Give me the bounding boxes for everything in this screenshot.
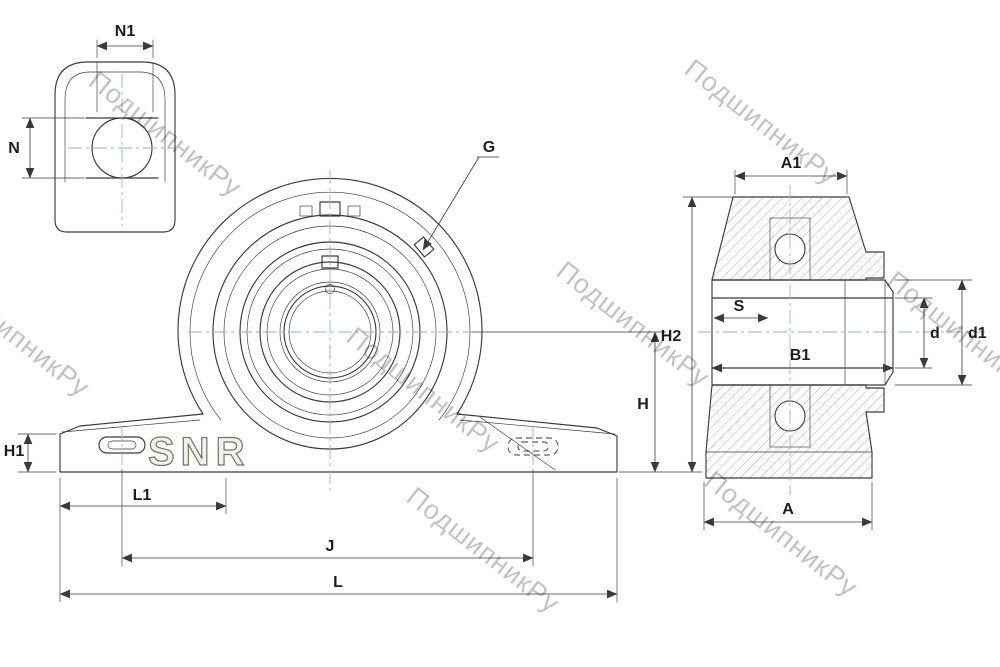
aux-outer-profile	[54, 61, 176, 233]
front-centerlines	[121, 170, 534, 495]
dimensions: N1 N G H1 L1 J	[4, 23, 987, 603]
dimension-s: S	[713, 298, 769, 323]
right-foot-slant	[479, 416, 556, 471]
dim-label-l1: L1	[133, 487, 152, 504]
base-ridge-left	[61, 419, 201, 433]
side-section-view	[698, 185, 985, 495]
base-ridge-right	[459, 419, 616, 435]
dimension-n1: N1	[96, 23, 154, 59]
housing-bottom-section	[705, 384, 885, 479]
brand-logo: SNR	[148, 430, 250, 474]
dim-label-g: G	[483, 139, 495, 156]
dim-label-n: N	[8, 140, 20, 157]
inner-dome-arc	[189, 191, 471, 421]
keyway-circle	[325, 284, 335, 294]
bolt-slot-right-inner	[517, 441, 549, 452]
dim-label-d: d	[930, 325, 940, 342]
housing-outline	[59, 177, 618, 473]
dim-label-a: A	[782, 501, 794, 518]
dim-label-d1: d1	[968, 325, 987, 342]
dimension-g: G	[422, 139, 500, 251]
dimension-l: L	[59, 477, 618, 603]
bolt-slot-left-inner	[107, 440, 137, 450]
dimension-a: A	[703, 481, 873, 531]
dim-label-h1: H1	[4, 443, 25, 460]
dimension-h1: H1	[4, 433, 57, 473]
top-tab-right	[347, 205, 361, 217]
dimension-a1: A1	[734, 155, 848, 195]
dim-label-l: L	[333, 574, 343, 591]
dimension-h: H	[471, 331, 703, 473]
dim-label-h: H	[637, 396, 649, 413]
dim-label-s: S	[734, 298, 745, 315]
dimension-d1: d1	[894, 279, 987, 386]
dim-label-b1: B1	[790, 347, 811, 364]
dim-label-n1: N1	[115, 23, 136, 40]
aux-inner-profile	[64, 71, 166, 183]
front-view: SNR	[59, 170, 618, 495]
collar-chamfer-top	[884, 279, 894, 293]
dimension-d: d	[894, 297, 940, 369]
side-centerlines	[698, 185, 985, 495]
dim-label-a1: A1	[781, 155, 802, 172]
dim-label-j: J	[326, 538, 335, 555]
top-tab-left	[299, 205, 313, 217]
dimension-b1: B1	[711, 347, 894, 373]
dimension-n: N	[8, 117, 85, 179]
dim-label-h2: H2	[661, 328, 682, 345]
aux-side-view	[54, 61, 176, 233]
dimension-j: J	[121, 469, 534, 567]
dimension-h2: H2	[661, 196, 734, 473]
dimension-l1: L1	[59, 477, 227, 603]
collar-chamfer-bottom	[884, 371, 894, 386]
